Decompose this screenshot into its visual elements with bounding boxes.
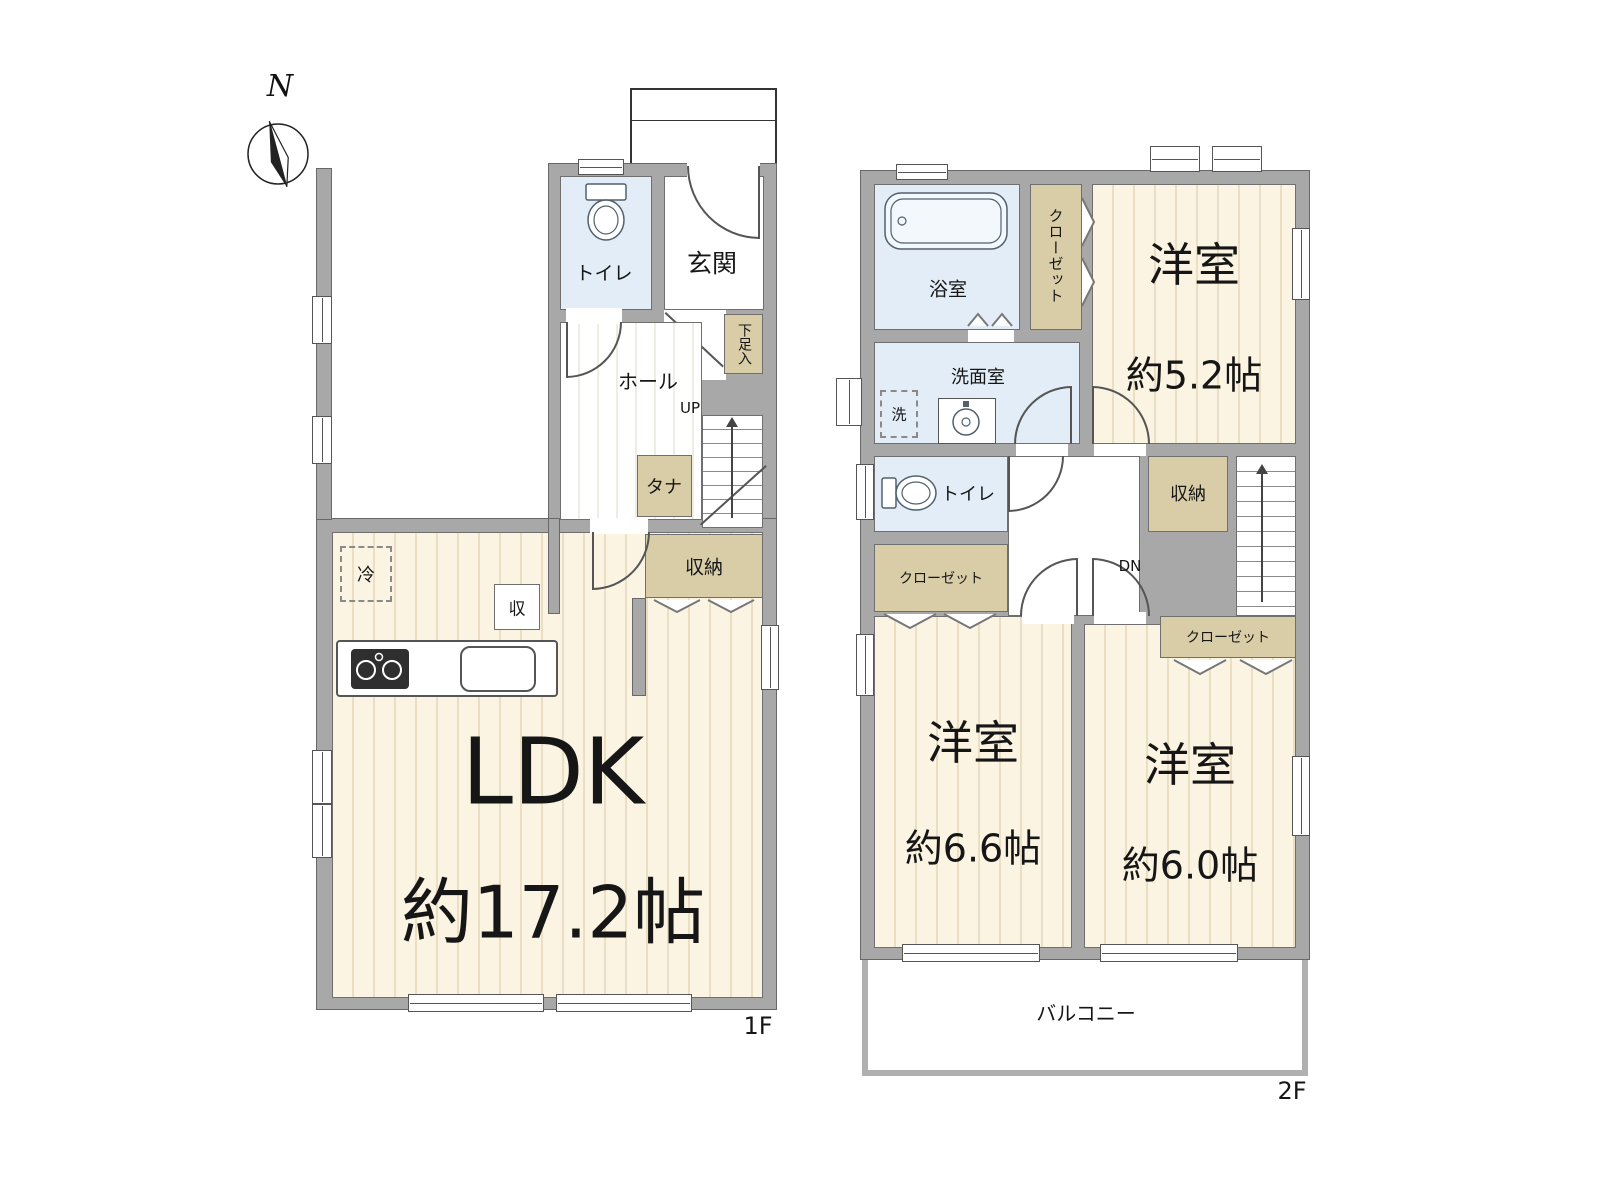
- stairs-arrow-icon: [1261, 474, 1263, 602]
- bathroom-label: 浴室: [928, 278, 968, 301]
- fold-door-icon: [882, 612, 938, 634]
- door-opening: [1094, 444, 1146, 456]
- window: [1212, 146, 1262, 172]
- window: [902, 944, 1040, 962]
- bedroom2: [874, 616, 1072, 948]
- window: [856, 464, 874, 520]
- washbasin-box: [938, 398, 996, 444]
- stairs-arrow-icon: [726, 417, 738, 427]
- closet-left-label: クローゼット: [899, 571, 983, 587]
- porch-step-line: [632, 120, 775, 121]
- window: [896, 164, 948, 180]
- window: [1150, 146, 1200, 172]
- storage2-label: 収納: [1170, 484, 1206, 505]
- kitchen-sink-icon: [460, 646, 536, 692]
- balcony-label: バルコニー: [1036, 1001, 1136, 1026]
- window: [408, 994, 544, 1012]
- storage-box-2f: [1148, 456, 1228, 532]
- washbasin-icon: [952, 401, 980, 436]
- stairs-arrow-icon: [731, 426, 733, 518]
- bedroom1-size-label: 約5.2帖: [1125, 353, 1263, 398]
- stairs-up-label: UP: [679, 399, 701, 417]
- stove-icon: [350, 648, 410, 690]
- bathtub-icon: [884, 192, 1008, 250]
- toilet2-label: トイレ: [941, 484, 995, 505]
- compass: N: [238, 69, 318, 202]
- refrigerator-box: [340, 546, 392, 602]
- washer-label: 洗: [891, 405, 907, 424]
- ldk-label: LDK: [461, 718, 645, 826]
- bedroom1-label: 洋室: [1148, 238, 1240, 292]
- toilet-icon: [578, 182, 634, 244]
- closet-left: [874, 544, 1008, 612]
- ldk-size-label: 約17.2帖: [400, 870, 706, 955]
- window: [312, 416, 332, 464]
- fold-door-icon: [942, 612, 998, 634]
- pantry-box: [494, 584, 540, 630]
- toilet-label: トイレ: [575, 262, 633, 285]
- door-opening: [590, 518, 648, 534]
- ldk-room: [332, 532, 763, 998]
- fold-door-icon: [1238, 658, 1294, 680]
- closet-right: [1160, 616, 1296, 658]
- wall: [548, 518, 560, 614]
- closet-top: [1030, 184, 1082, 330]
- wall: [632, 598, 646, 696]
- bedroom2-label: 洋室: [927, 716, 1019, 770]
- pantry-label: 収: [508, 599, 526, 620]
- compass-north-label: N: [266, 70, 295, 104]
- bedroom2-size-label: 約6.6帖: [904, 826, 1042, 871]
- fold-door-icon: [652, 598, 702, 618]
- closet-top-label: クローゼット: [1046, 208, 1065, 304]
- balcony: [862, 950, 1308, 1076]
- floor2-label: 2F: [1277, 1077, 1307, 1105]
- floor1-label: 1F: [743, 1012, 773, 1040]
- door-opening: [566, 308, 622, 324]
- window: [312, 804, 332, 858]
- door-opening: [968, 330, 1014, 342]
- fold-door-icon: [990, 312, 1014, 332]
- window: [1292, 756, 1310, 836]
- shoe-storage-box: [724, 314, 763, 374]
- window: [312, 750, 332, 804]
- bedroom3-label: 洋室: [1144, 738, 1236, 792]
- entrance-label: 玄関: [686, 249, 738, 278]
- window: [856, 634, 874, 696]
- fold-door-icon: [1172, 658, 1228, 680]
- shoe-storage-label: 下足入: [736, 323, 752, 365]
- bedroom3: [1084, 624, 1296, 948]
- entrance-porch: [630, 88, 777, 168]
- window: [761, 625, 779, 690]
- door-opening: [1016, 444, 1068, 456]
- hall-label: ホール: [618, 369, 678, 394]
- storage-label-1f: 収納: [684, 556, 724, 579]
- fold-door-icon: [706, 598, 756, 618]
- window: [1292, 228, 1310, 300]
- compass-icon: N: [247, 69, 309, 187]
- window: [556, 994, 692, 1012]
- refrigerator-label: 冷: [357, 565, 375, 586]
- window: [836, 378, 862, 426]
- window: [312, 296, 332, 344]
- compass-needle: [268, 120, 289, 187]
- window: [578, 159, 624, 175]
- shelf-box: [637, 455, 692, 517]
- wall: [316, 168, 332, 520]
- stairs-arrow-icon: [1256, 464, 1268, 474]
- closet-right-label: クローゼット: [1186, 630, 1270, 646]
- washroom-label: 洗面室: [951, 367, 1005, 388]
- stairs-down-label: DN: [1118, 557, 1142, 575]
- window: [1100, 944, 1238, 962]
- shelf-label: タナ: [646, 477, 682, 498]
- storage-box-1f: [645, 534, 763, 598]
- washer-box: [880, 390, 918, 438]
- toilet-icon: [880, 462, 938, 524]
- fold-door-icon: [1080, 256, 1096, 312]
- stairs-2f: [1236, 456, 1296, 616]
- fold-door-icon: [966, 312, 990, 332]
- fold-door-icon: [1080, 196, 1096, 252]
- bedroom3-size-label: 約6.0帖: [1121, 843, 1259, 888]
